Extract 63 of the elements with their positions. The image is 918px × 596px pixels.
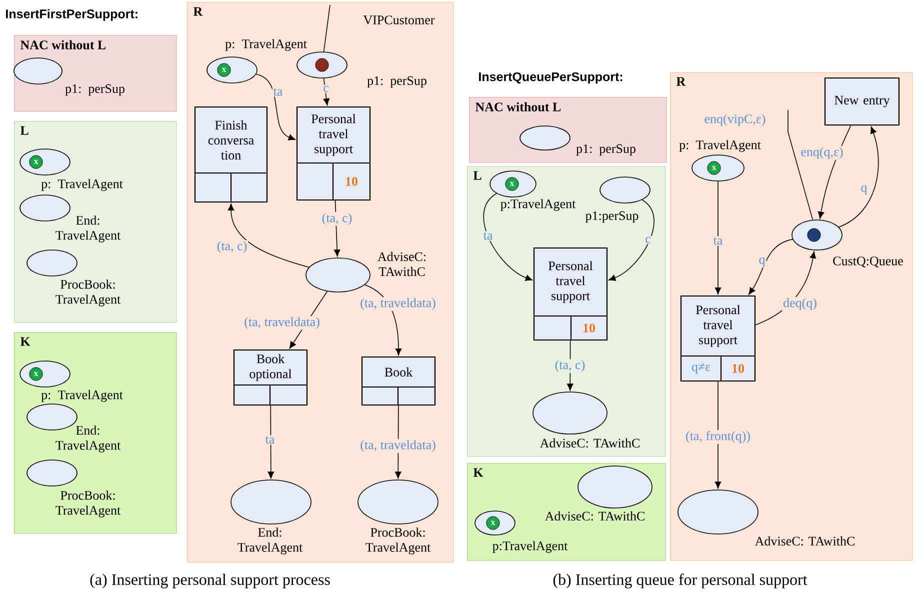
place-label: ProcBook: TravelAgent bbox=[56, 490, 121, 518]
edge-label: (ta, c) bbox=[554, 359, 586, 373]
arc-arrow bbox=[838, 126, 879, 228]
place-label: AdviseC: TAwithC bbox=[540, 438, 640, 448]
place-label: End: TravelAgent bbox=[56, 426, 121, 452]
edge-label: (ta, c) bbox=[320, 212, 354, 226]
edge-label: VIPCustomer bbox=[362, 14, 436, 26]
edge-label: enq(vipC,ε) bbox=[703, 113, 767, 127]
place-label: AdviseC: TAwithC bbox=[544, 511, 644, 521]
edge-label: (ta, traveldata) bbox=[243, 316, 321, 330]
place-label: End: TravelAgent bbox=[56, 216, 121, 242]
transition-box: Personal travel support 10 bbox=[533, 247, 608, 341]
token: x bbox=[505, 177, 519, 191]
place-label: p: TravelAgent bbox=[679, 140, 761, 152]
transition-box: Finish conversa tion bbox=[194, 106, 268, 203]
place-label: p:TravelAgent bbox=[500, 199, 576, 211]
token: x bbox=[707, 161, 721, 175]
rule-title: InsertQueuePerSupport: bbox=[479, 72, 622, 84]
arc-arrow bbox=[818, 125, 852, 219]
transition-box: Personal travel support 10 bbox=[296, 106, 371, 201]
subfigure-caption: (a) Inserting personal support process bbox=[90, 574, 330, 588]
arc-arrow bbox=[714, 381, 722, 489]
arc-arrow bbox=[483, 193, 532, 281]
edge-label: (ta, front(q)) bbox=[684, 430, 752, 444]
arc-arrow bbox=[394, 405, 402, 479]
edge-label: (ta, c) bbox=[216, 240, 248, 254]
edge-label: (ta, traveldata) bbox=[359, 439, 437, 453]
arc-arrow bbox=[268, 405, 274, 479]
token: x bbox=[217, 63, 231, 77]
token: x bbox=[29, 155, 43, 169]
place-label: p: TravelAgent bbox=[41, 390, 123, 402]
arc-arrow bbox=[323, 78, 330, 106]
transition-box: Book bbox=[361, 356, 436, 406]
place-label: p1: perSup bbox=[367, 76, 426, 88]
place-label: p: TravelAgent bbox=[225, 39, 307, 51]
place-label: ProcBook: TravelAgent bbox=[56, 280, 121, 306]
edge-label: enq(q,ε) bbox=[800, 146, 844, 160]
arc-arrow bbox=[256, 74, 296, 140]
place-label: p1: perSup bbox=[65, 84, 124, 96]
place-label: p1: perSup bbox=[576, 144, 636, 156]
transition-box: New entry bbox=[824, 77, 900, 126]
place-label: AdviseC: TAwithC bbox=[754, 536, 854, 546]
subfigure-caption: (b) Inserting queue for personal support bbox=[553, 574, 808, 588]
place-label: p:TravelAgent bbox=[492, 541, 568, 553]
place-label: End: TravelAgent bbox=[238, 528, 303, 554]
transition-box: Personal travel support q≠ε 10 bbox=[680, 295, 756, 382]
arc-line bbox=[788, 110, 814, 220]
arc-line bbox=[323, 4, 330, 52]
rule-title: InsertFirstPerSupport: bbox=[6, 9, 138, 21]
edge-label: deq(q) bbox=[782, 297, 818, 311]
token: x bbox=[29, 367, 43, 381]
place-label: p1:perSup bbox=[586, 211, 638, 223]
edge-label: (ta, traveldata) bbox=[359, 297, 437, 311]
token: x bbox=[486, 516, 500, 530]
arc-arrow bbox=[748, 238, 794, 295]
arc-arrow bbox=[608, 199, 654, 281]
place-label: ProcBook: TravelAgent bbox=[366, 528, 431, 554]
arc-arrow bbox=[714, 181, 722, 294]
place-label: CustQ:Queue bbox=[833, 256, 903, 268]
place-label: AdviseC: TAwithC bbox=[378, 252, 426, 276]
transition-box: Book optional bbox=[233, 349, 308, 406]
place-label: p: TravelAgent bbox=[41, 179, 123, 191]
arc-arrow bbox=[228, 204, 310, 268]
